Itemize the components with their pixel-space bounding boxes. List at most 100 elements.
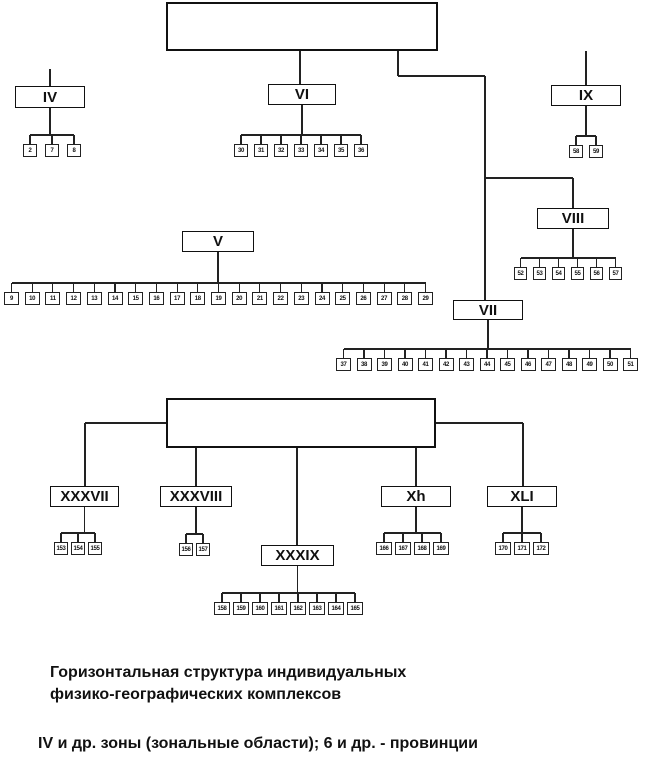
province-drop xyxy=(576,258,579,267)
province-drop xyxy=(320,135,322,144)
province-drop xyxy=(354,593,356,602)
province-box-18: 18 xyxy=(190,292,206,305)
province-drop xyxy=(300,135,302,144)
province-drop xyxy=(465,349,468,358)
province-box-169: 169 xyxy=(433,542,449,555)
province-box-168: 168 xyxy=(414,542,430,555)
zone-box-viii: VIII xyxy=(537,208,609,229)
province-drop xyxy=(440,533,442,542)
province-box-49: 49 xyxy=(582,358,597,371)
province-box-48: 48 xyxy=(561,358,577,371)
province-box-39: 39 xyxy=(377,358,392,371)
province-drop xyxy=(335,593,337,602)
province-drop xyxy=(588,349,591,358)
province-drop xyxy=(197,283,199,292)
zone-bar-iv xyxy=(30,134,74,136)
province-box-21: 21 xyxy=(252,292,268,305)
province-box-56: 56 xyxy=(590,267,603,280)
province-drop xyxy=(217,283,220,292)
province-box-28: 28 xyxy=(397,292,413,305)
province-drop xyxy=(52,283,54,292)
province-drop xyxy=(383,349,386,358)
province-drop xyxy=(575,136,577,145)
province-drop xyxy=(300,283,302,292)
province-drop xyxy=(568,349,570,358)
province-drop xyxy=(73,283,75,292)
province-box-53: 53 xyxy=(533,267,546,280)
zone-bar-vii xyxy=(343,348,631,350)
province-box-171: 171 xyxy=(514,542,530,555)
zone-stem-vi xyxy=(301,105,303,135)
province-box-162: 162 xyxy=(290,602,306,615)
province-box-13: 13 xyxy=(86,292,102,305)
province-box-153: 153 xyxy=(54,542,68,555)
province-box-37: 37 xyxy=(336,358,351,371)
root-right-stem xyxy=(397,51,399,76)
zone-bar-xxxvii xyxy=(61,532,95,534)
zone-stem-xxxviii xyxy=(195,507,197,534)
zone-bar-xxxviii xyxy=(186,533,203,535)
zone-box-xxxvii: XXXVII xyxy=(50,486,119,507)
province-box-54: 54 xyxy=(552,267,565,280)
province-drop xyxy=(383,283,385,292)
province-box-156: 156 xyxy=(179,543,193,556)
zone-box-v: V xyxy=(182,231,254,252)
province-drop xyxy=(342,283,344,292)
province-drop xyxy=(221,593,223,602)
province-box-170: 170 xyxy=(495,542,511,555)
province-box-20: 20 xyxy=(231,292,247,305)
province-box-172: 172 xyxy=(533,542,549,555)
province-box-166: 166 xyxy=(376,542,392,555)
zone-box-ix: IX xyxy=(551,85,621,106)
zone-stem-iv xyxy=(49,108,51,135)
province-drop xyxy=(424,283,427,292)
province-drop xyxy=(360,135,362,144)
province-drop xyxy=(280,135,282,144)
province-drop xyxy=(114,283,116,292)
caption-title-line-1: Горизонтальная структура индивидуальных xyxy=(50,664,407,681)
province-drop xyxy=(383,533,385,542)
province-drop xyxy=(342,349,345,358)
ix-top-stem xyxy=(585,51,587,85)
zone-box-xxxix: XXXIX xyxy=(261,545,334,566)
province-box-57: 57 xyxy=(609,267,622,280)
province-drop xyxy=(259,593,261,602)
province-box-163: 163 xyxy=(309,602,325,615)
root-right-bar xyxy=(398,75,485,77)
province-box-167: 167 xyxy=(395,542,411,555)
province-box-40: 40 xyxy=(397,358,413,371)
iv-stem xyxy=(49,69,51,86)
province-box-154: 154 xyxy=(71,542,85,555)
zone-bar-viii xyxy=(520,257,616,259)
province-drop xyxy=(362,283,364,292)
province-drop xyxy=(538,258,541,267)
province-box-11: 11 xyxy=(45,292,61,305)
province-drop xyxy=(363,349,365,358)
root-box-bottom xyxy=(166,398,436,448)
zone-box-iv: IV xyxy=(15,86,85,108)
zone-bar-v xyxy=(11,282,426,284)
province-box-31: 31 xyxy=(254,144,268,157)
province-box-160: 160 xyxy=(252,602,268,615)
province-drop xyxy=(557,258,560,267)
province-drop xyxy=(527,349,529,358)
province-box-161: 161 xyxy=(271,602,287,615)
province-drop xyxy=(238,283,240,292)
zone-bar-xli xyxy=(503,532,541,534)
province-drop xyxy=(73,135,75,144)
province-box-52: 52 xyxy=(514,267,527,280)
province-box-43: 43 xyxy=(459,358,474,371)
province-box-15: 15 xyxy=(128,292,144,305)
province-box-30: 30 xyxy=(234,144,248,157)
province-drop xyxy=(540,533,542,542)
province-box-44: 44 xyxy=(479,358,495,371)
province-drop xyxy=(445,349,447,358)
zone-bar-xh xyxy=(384,532,441,534)
caption-legend: IV и др. зоны (зональные области); 6 и д… xyxy=(38,735,478,752)
province-drop xyxy=(614,258,617,267)
branch-to-vii xyxy=(484,76,486,300)
province-box-158: 158 xyxy=(214,602,230,615)
province-box-35: 35 xyxy=(334,144,348,157)
root-box-top xyxy=(166,2,438,51)
zone-bar-vi xyxy=(241,134,361,136)
